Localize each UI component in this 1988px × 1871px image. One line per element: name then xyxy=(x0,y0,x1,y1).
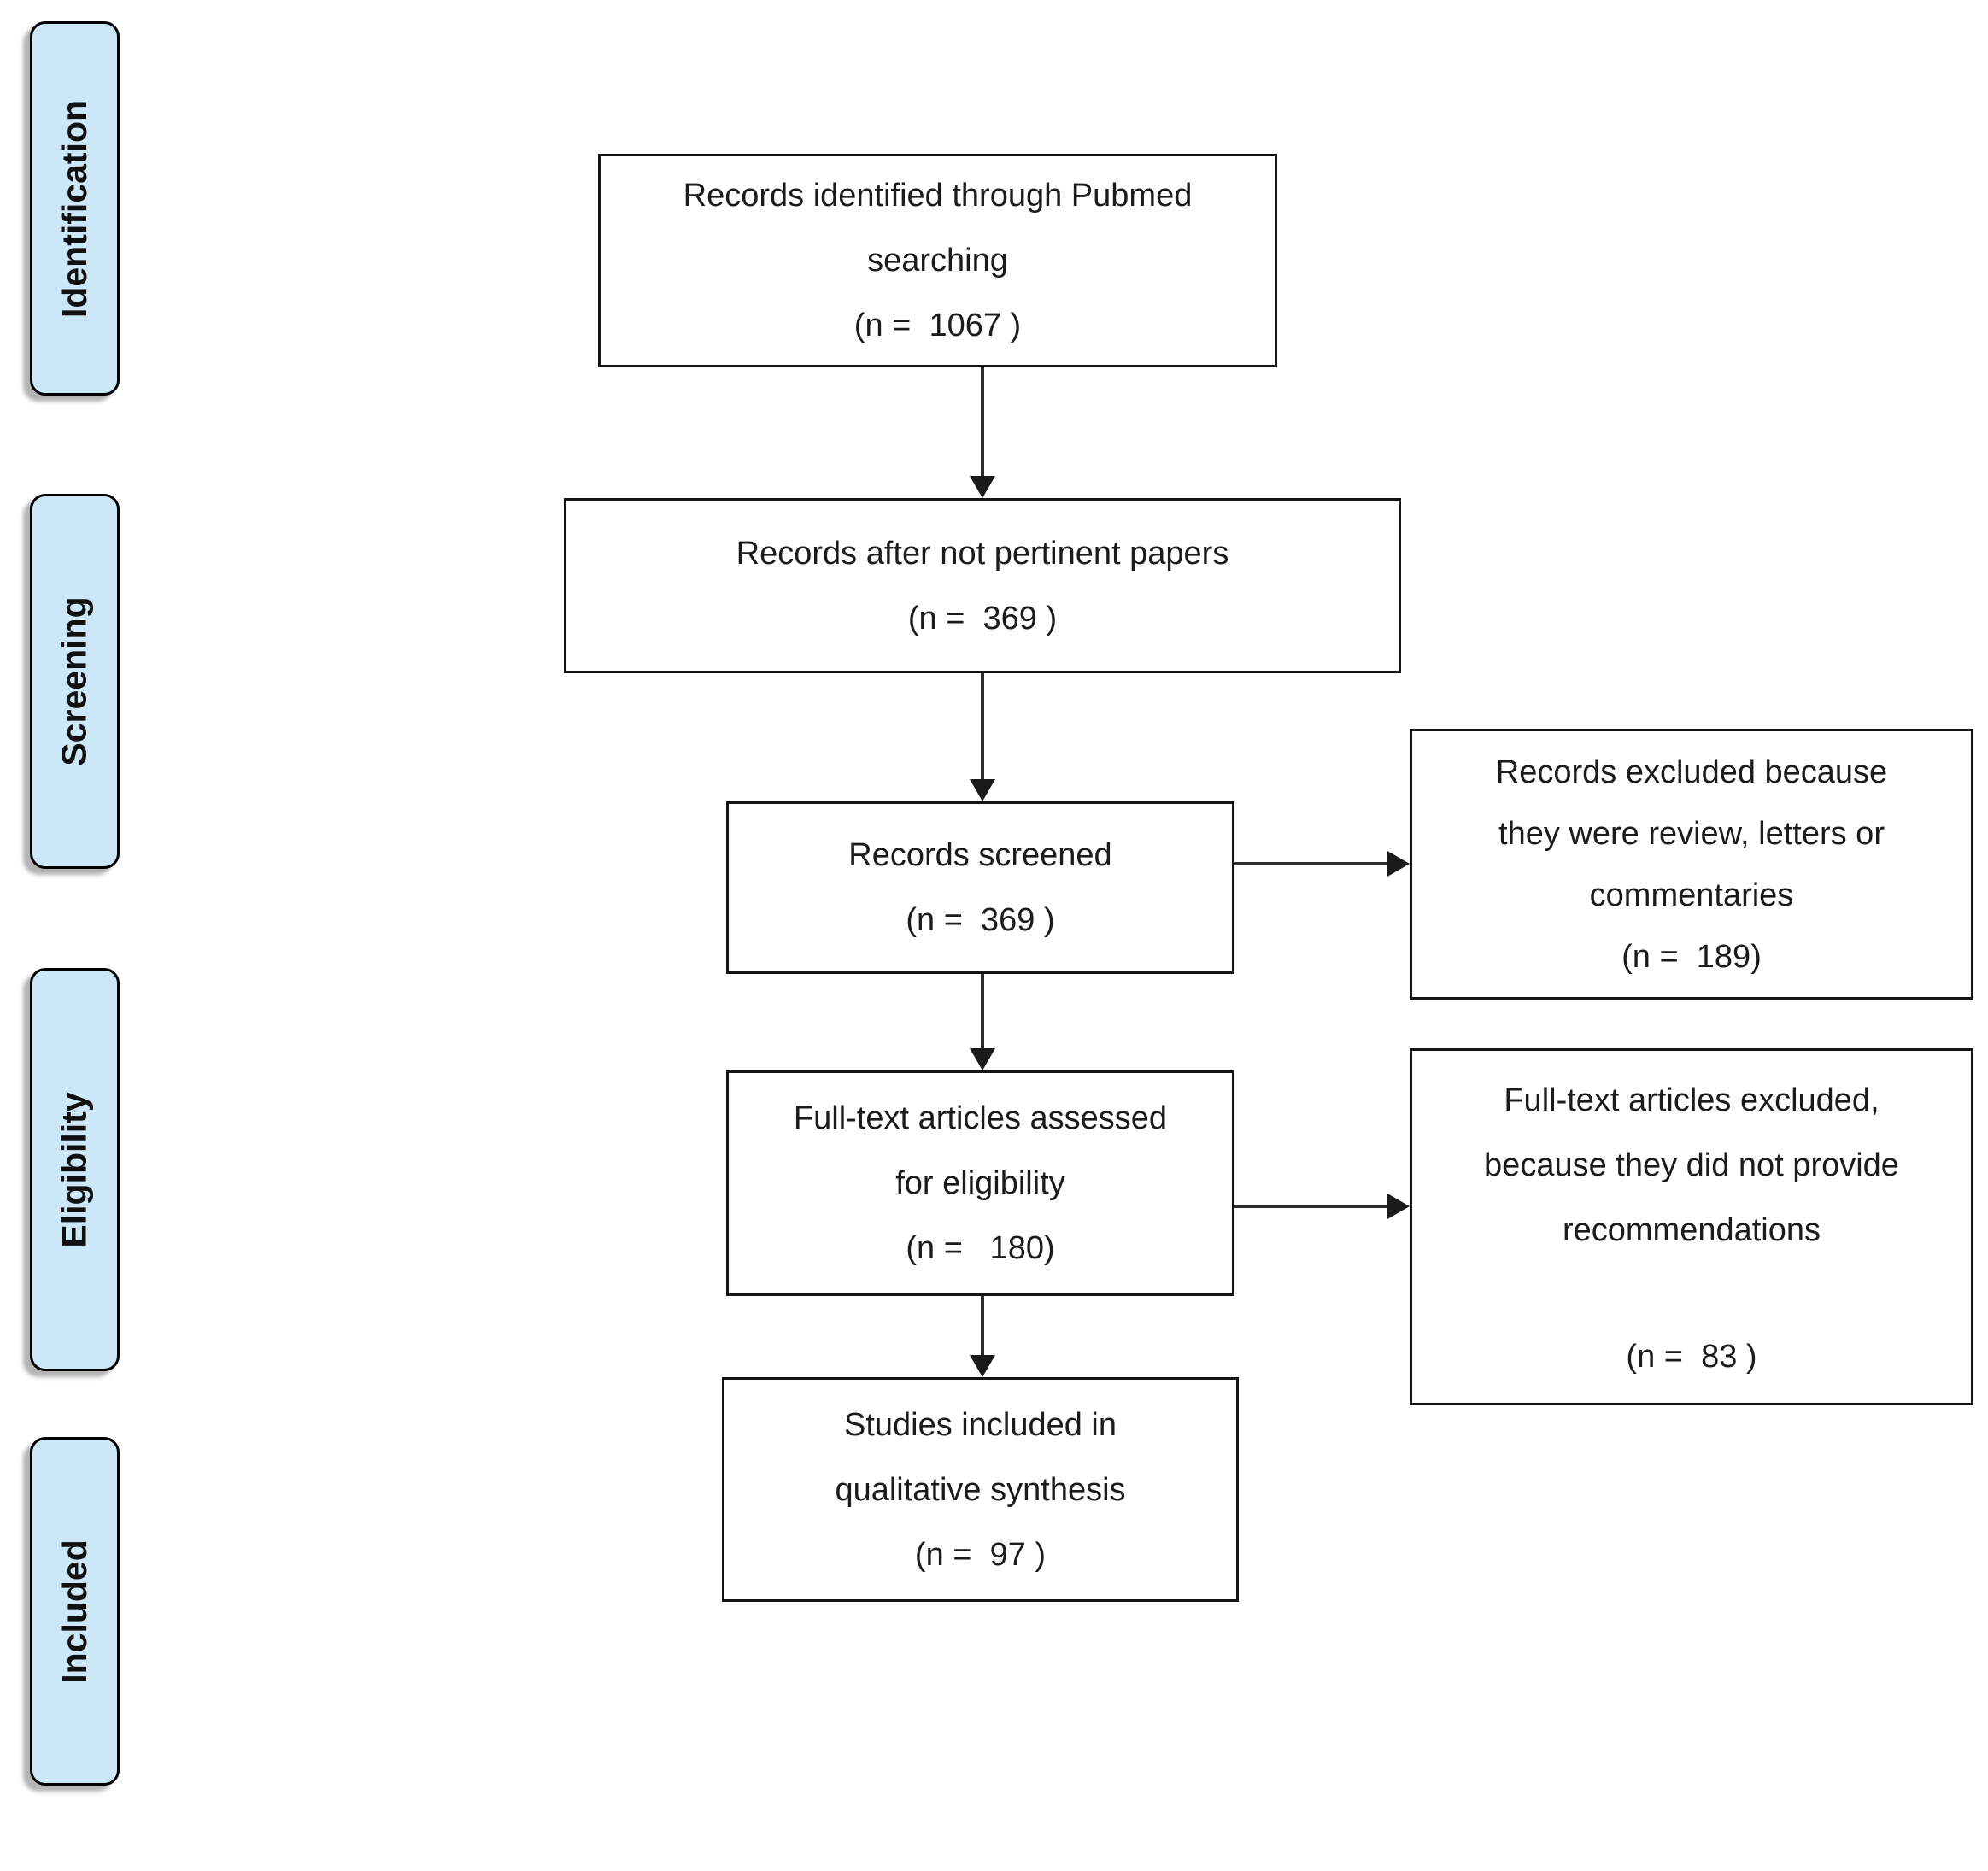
stage-label-identification: Identification xyxy=(30,21,120,396)
box-n-value: (n = 189) xyxy=(1621,938,1762,975)
arrow-down-3-stem xyxy=(981,974,984,1048)
stage-label-identification-text: Identification xyxy=(55,99,95,318)
box-text-line: Records identified through Pubmed xyxy=(683,178,1193,214)
box-text-line: Records after not pertinent papers xyxy=(736,535,1229,572)
arrow-down-4-stem xyxy=(981,1296,984,1355)
box-text-line: for eligibility xyxy=(895,1165,1065,1201)
box-text-line: Studies included in xyxy=(844,1406,1117,1443)
arrow-down-1-head xyxy=(970,476,995,498)
arrow-right-1-stem xyxy=(1234,862,1387,865)
box-text-line: searching xyxy=(867,243,1008,279)
arrow-down-2-stem xyxy=(981,673,984,779)
arrow-down-3-head xyxy=(970,1048,995,1070)
box-text-line: Records screened xyxy=(848,837,1112,873)
box-text-line: recommendations xyxy=(1562,1212,1821,1248)
stage-label-screening: Screening xyxy=(30,494,120,869)
box-n-value: (n = 369 ) xyxy=(907,600,1058,636)
stage-label-eligibility: Eligibility xyxy=(30,968,120,1371)
box-text-line: commentaries xyxy=(1589,877,1794,913)
box-text-line: they were review, letters or xyxy=(1498,815,1885,852)
flow-box-records-identified: Records identified through Pubmed search… xyxy=(598,154,1277,367)
exclusion-box-records-excluded: Records excluded because they were revie… xyxy=(1410,729,1973,1000)
box-text-line: Full-text articles excluded, xyxy=(1504,1082,1880,1118)
box-n-value: (n = 1067 ) xyxy=(853,308,1022,343)
stage-label-eligibility-text: Eligibility xyxy=(55,1091,94,1248)
box-n-value: (n = 83 ) xyxy=(1626,1339,1757,1375)
box-text-line: because they did not provide xyxy=(1484,1147,1899,1183)
arrow-right-2-stem xyxy=(1234,1205,1387,1208)
box-n-value: (n = 180) xyxy=(906,1230,1055,1266)
arrow-down-2-head xyxy=(970,779,995,801)
box-text-line: Records excluded because xyxy=(1495,754,1888,790)
stage-label-included: Included xyxy=(30,1437,120,1786)
arrow-down-4-head xyxy=(970,1355,995,1377)
arrow-right-1-head xyxy=(1387,851,1410,877)
exclusion-box-fulltext-excluded: Full-text articles excluded, because the… xyxy=(1410,1048,1973,1405)
flow-box-fulltext-assessed: Full-text articles assessed for eligibil… xyxy=(726,1070,1234,1296)
box-n-value: (n = 97 ) xyxy=(914,1536,1047,1573)
arrow-right-2-head xyxy=(1387,1194,1410,1219)
stage-label-included-text: Included xyxy=(55,1539,95,1684)
box-n-value: (n = 369 ) xyxy=(906,902,1055,938)
flow-box-studies-included: Studies included in qualitative synthesi… xyxy=(722,1377,1239,1602)
flow-box-records-screened: Records screened (n = 369 ) xyxy=(726,801,1234,974)
flow-box-records-after-not-pertinent: Records after not pertinent papers (n = … xyxy=(564,498,1401,673)
stage-label-screening-text: Screening xyxy=(55,596,95,766)
box-text-line: Full-text articles assessed xyxy=(793,1100,1168,1136)
box-text-line: qualitative synthesis xyxy=(835,1471,1126,1508)
arrow-down-1-stem xyxy=(981,367,984,476)
